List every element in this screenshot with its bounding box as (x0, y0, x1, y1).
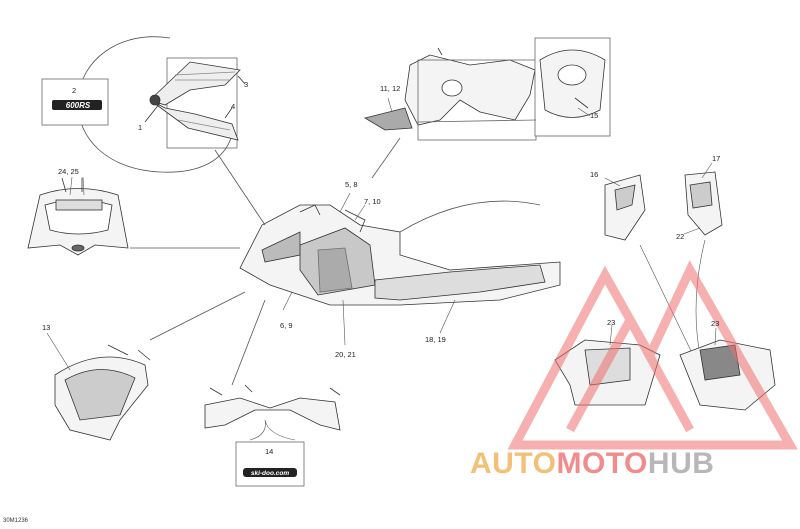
hood-decal-group (77, 36, 246, 173)
callout-5-8: 5, 8 (345, 180, 358, 189)
watermark-hub: HUB (647, 447, 715, 480)
leader-line (214, 149, 266, 226)
side-panel-16 (604, 174, 646, 241)
rack-part (204, 384, 341, 431)
lower-panel-23-right (679, 339, 776, 411)
callout-7-10: 7, 10 (364, 197, 381, 206)
watermark-moto: MOTO (556, 447, 648, 480)
callout-1: 1 (138, 123, 142, 132)
callout-13: 13 (42, 323, 50, 332)
callout-2: 2 (72, 86, 76, 95)
callout-18-19: 18, 19 (425, 335, 446, 344)
callout-23-left: 23 (607, 318, 615, 327)
leader-line (371, 137, 401, 179)
rear-bumper-part (54, 344, 151, 441)
side-panel-17 (684, 171, 723, 236)
decal-600rs-box: 600RS (41, 78, 109, 126)
watermark-logo (507, 260, 798, 450)
callout-17: 17 (712, 154, 720, 163)
callout-20-21: 20, 21 (335, 350, 356, 359)
document-code: 30M1236 (3, 518, 29, 524)
leader-line (399, 200, 541, 233)
decal-skidoo-text: ski-doo.com (251, 470, 290, 477)
callout-leaders (46, 97, 717, 371)
decal-600rs-text: 600RS (66, 101, 91, 110)
main-body-part (239, 204, 561, 306)
callout-24-25: 24, 25 (58, 167, 79, 176)
callout-3: 3 (244, 80, 248, 89)
callout-23-right: 23 (711, 319, 719, 328)
callout-22: 22 (676, 232, 684, 241)
leader-line (149, 291, 246, 341)
watermark-auto: AUTO (470, 447, 557, 480)
leader-line (231, 299, 266, 386)
callout-6-9: 6, 9 (280, 321, 293, 330)
callout-11-12: 11, 12 (380, 84, 400, 93)
callout-labels: 1 2 3 4 5, 8 6, 9 7, 10 11, 12 13 14 15 … (42, 80, 720, 456)
console-part (363, 47, 537, 141)
watermark-text: AUTO MOTO HUB (470, 447, 714, 481)
callout-4: 4 (231, 102, 235, 111)
callout-14: 14 (265, 447, 273, 456)
leader-line (695, 239, 706, 356)
callout-16: 16 (590, 170, 598, 179)
leader-line (249, 419, 296, 441)
callout-15: 15 (590, 111, 598, 120)
decal-skidoo-box: ski-doo.com (235, 441, 305, 487)
detail-box-15 (417, 37, 611, 137)
front-nose-part (27, 177, 129, 256)
